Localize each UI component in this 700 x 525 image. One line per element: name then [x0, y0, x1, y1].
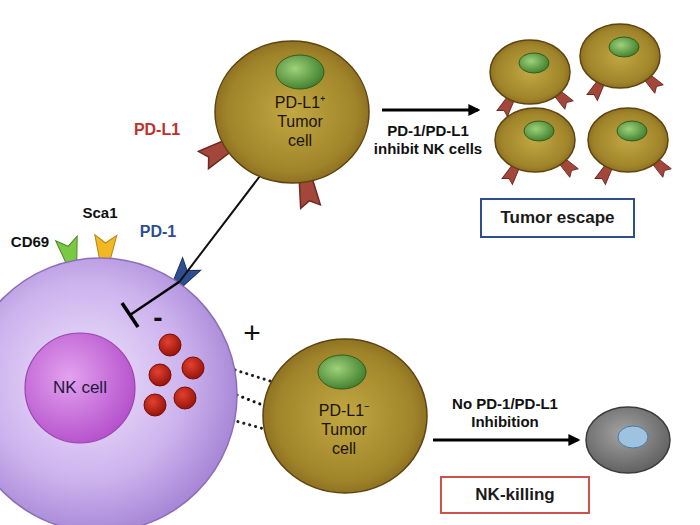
node-text: PD-L1⁺ Tumor cell — [264, 93, 336, 151]
node-text: Tumor escape — [500, 208, 614, 228]
tumor-cell-icon — [588, 108, 671, 185]
arrow-label: PD-1/PD-L1 inhibit NK cells — [367, 122, 489, 158]
granule — [144, 394, 166, 416]
nucleus — [276, 55, 324, 89]
flow-arrow — [382, 109, 478, 112]
nucleus — [318, 355, 366, 389]
marker-label: Sca1 — [82, 204, 117, 222]
tumor-cell: PD-L1⁻ Tumor cell — [262, 338, 428, 494]
sign-label: + — [243, 315, 261, 351]
arrow-label: No PD-1/PD-L1 Inhibition — [430, 395, 580, 431]
nucleus — [25, 333, 135, 443]
cell-body — [215, 41, 369, 183]
connector — [179, 177, 259, 283]
cell-body — [0, 258, 237, 525]
outcome-box: NK-killing — [440, 476, 590, 514]
tumor-cell-icon — [580, 24, 663, 101]
cell-outline — [0, 257, 238, 525]
node-text: NK-killing — [475, 485, 554, 505]
tumor-cell-icon — [495, 108, 578, 185]
node-text: NK cell — [35, 378, 125, 398]
granule — [149, 364, 171, 386]
flow-arrow — [433, 439, 578, 442]
sign-label: - — [153, 301, 162, 335]
connector — [237, 395, 263, 405]
tumor-cell-icon — [490, 40, 573, 117]
contact-dots — [235, 370, 270, 381]
node-text: PD-L1⁻ Tumor cell — [308, 401, 380, 459]
inhibition-bar — [122, 303, 138, 327]
tumor-cell: PD-L1⁺ Tumor cell — [192, 36, 380, 204]
outcome-box: Tumor escape — [480, 198, 635, 238]
cell-body — [263, 339, 427, 493]
granule — [174, 387, 196, 409]
protein-label: PD-L1 — [134, 120, 180, 139]
protein-label: PD-1 — [140, 222, 176, 241]
nk-cell: NK cell — [0, 257, 238, 525]
marker-label: CD69 — [11, 233, 49, 251]
dead-cell-icon — [586, 407, 670, 473]
granule — [159, 334, 181, 356]
granule — [182, 357, 204, 379]
